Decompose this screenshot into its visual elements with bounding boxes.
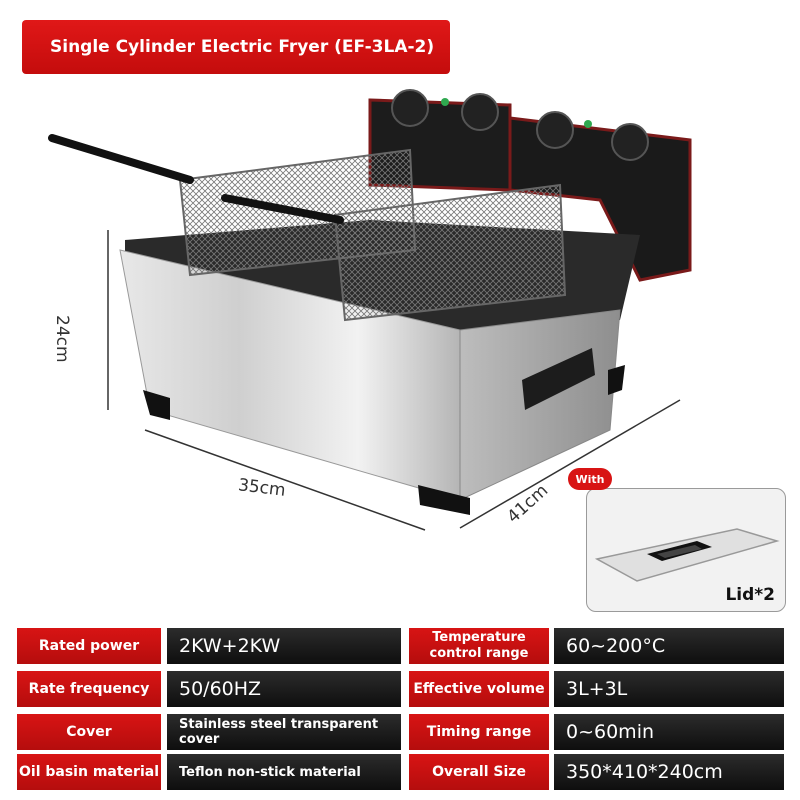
with-badge: With bbox=[568, 468, 612, 490]
spec-label-rated-power: Rated power bbox=[17, 628, 161, 664]
height-dimension: 24cm bbox=[52, 315, 72, 363]
spec-value-effective-volume: 3L+3L bbox=[554, 671, 784, 707]
lid-label: Lid*2 bbox=[725, 585, 775, 605]
spec-value-overall-size: 350*410*240cm bbox=[554, 754, 784, 790]
spec-label-oil-basin-material: Oil basin material bbox=[17, 754, 161, 790]
spec-value-rated-power: 2KW+2KW bbox=[167, 628, 401, 664]
dimension-lines bbox=[107, 230, 681, 531]
spec-value-cover: Stainless steel transparent cover bbox=[167, 714, 401, 750]
spec-label-effective-volume: Effective volume bbox=[409, 671, 549, 707]
spec-label-rate-frequency: Rate frequency bbox=[17, 671, 161, 707]
fryer-illustration bbox=[48, 89, 692, 531]
spec-label-timing-range: Timing range bbox=[409, 714, 549, 750]
product-title: Single Cylinder Electric Fryer (EF-3LA-2… bbox=[50, 37, 435, 57]
spec-value-timing-range: 0~60min bbox=[554, 714, 784, 750]
spec-value-temperature-range: 60~200°C bbox=[554, 628, 784, 664]
lid-accessory-box: Lid*2 bbox=[586, 488, 786, 612]
spec-value-oil-basin-material: Teflon non-stick material bbox=[167, 754, 401, 790]
spec-value-rate-frequency: 50/60HZ bbox=[167, 671, 401, 707]
lid-image bbox=[594, 528, 780, 582]
fry-basket-right bbox=[221, 183, 567, 322]
spec-label-temperature-range: Temperature control range bbox=[409, 628, 549, 664]
spec-label-overall-size: Overall Size bbox=[409, 754, 549, 790]
spec-label-cover: Cover bbox=[17, 714, 161, 750]
title-banner: Single Cylinder Electric Fryer (EF-3LA-2… bbox=[22, 20, 450, 74]
control-box-right bbox=[508, 111, 692, 282]
